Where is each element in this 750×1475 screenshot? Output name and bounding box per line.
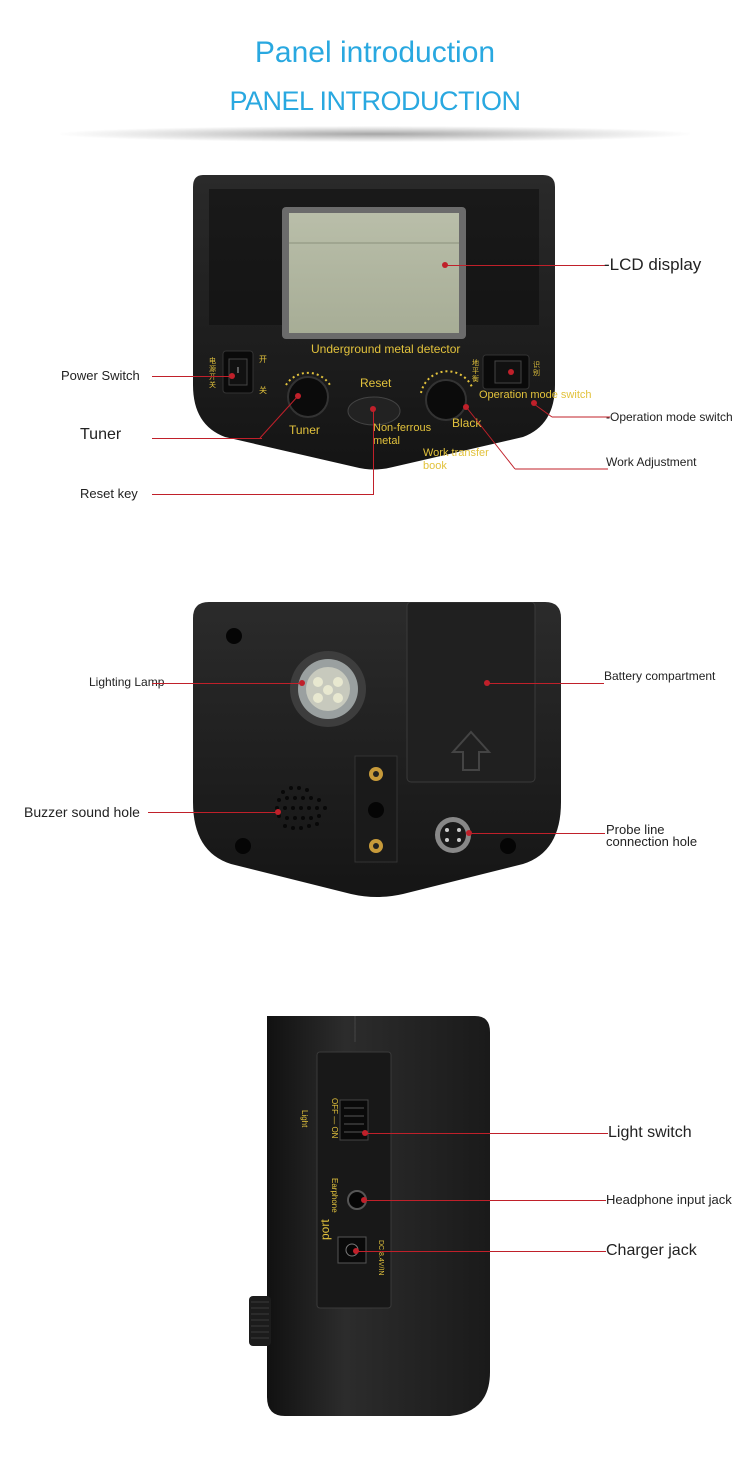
reset-line-v	[373, 410, 374, 495]
svg-text:I: I	[237, 366, 239, 375]
battery-line	[487, 683, 604, 684]
black-text: Black	[452, 416, 482, 430]
reset-text: Reset	[360, 376, 392, 390]
front-panel-device: I	[193, 175, 555, 475]
reset-key-label: Reset key	[80, 486, 138, 501]
mode-right-cn: 识别	[533, 362, 540, 377]
dc-text: DC 8.4V/IN	[377, 1240, 384, 1276]
lcd-line	[445, 265, 605, 266]
work-adjustment-line	[466, 407, 608, 470]
light-switch-label: Light switch	[608, 1124, 692, 1141]
buzzer-dot	[275, 809, 281, 815]
headphone-line	[364, 1200, 606, 1201]
page-title: Panel introduction	[254, 36, 496, 69]
reset-dot	[370, 406, 376, 412]
title-divider	[60, 126, 690, 142]
work-transfer-text: Work transfer book	[423, 447, 489, 472]
back-device-body	[193, 601, 561, 897]
tuner-dot	[295, 393, 301, 399]
probe-line-line	[469, 833, 605, 834]
side-device-body	[249, 1016, 490, 1416]
power-off-text: 关	[259, 386, 267, 395]
detector-name-text: Underground metal detector	[311, 342, 461, 356]
lighting-lamp-line	[152, 683, 302, 684]
back-panel-device	[193, 601, 561, 902]
lighting-lamp-label: Lighting Lamp	[89, 675, 165, 689]
power-switch-label: Power Switch	[61, 368, 140, 383]
port-text: port	[318, 1219, 332, 1240]
battery-compartment-label: Battery compartment	[604, 669, 716, 683]
side-panel-device	[245, 1012, 490, 1420]
operation-mode-line-diag	[533, 403, 610, 418]
buzzer-sound-hole-label: Buzzer sound hole	[24, 804, 140, 820]
page-subtitle: PANEL INTRODUCTION	[229, 86, 521, 116]
power-switch-dot	[229, 373, 235, 379]
work-adjustment-dot	[463, 404, 469, 410]
light-text: Light	[300, 1110, 309, 1128]
tuner-label: Tuner	[80, 426, 122, 443]
operation-mode-dot	[531, 400, 537, 406]
off-on-text: OFF — ON	[330, 1098, 339, 1139]
buzzer-line	[148, 812, 278, 813]
tuner-line-diag	[259, 395, 299, 439]
power-label-cn: 电源开关	[209, 358, 216, 389]
work-adjustment-label: Work Adjustment	[606, 455, 697, 469]
power-switch-line	[152, 376, 232, 377]
lighting-lamp-dot	[299, 680, 305, 686]
operation-mode-text: Operation mode switch	[479, 389, 592, 401]
lcd-display-label: -LCD display	[604, 255, 702, 274]
power-on-text: 开	[259, 355, 267, 364]
light-switch-line	[365, 1133, 608, 1134]
non-ferrous-text: Non-ferrous metal	[373, 422, 432, 447]
front-device-body: I	[193, 175, 555, 470]
mode-left-cn: 地平衡	[472, 360, 479, 383]
operation-mode-label: -Operation mode switch	[606, 410, 733, 424]
tuner-text: Tuner	[289, 423, 320, 437]
headphone-input-jack-label: Headphone input jack	[606, 1192, 732, 1207]
reset-line-h	[152, 494, 374, 495]
tuner-line-h	[152, 438, 262, 439]
probe-line-label-1: Probe line	[606, 822, 665, 837]
probe-line-label-2: connection hole	[606, 834, 698, 849]
earphone-text: Earphone	[330, 1178, 339, 1213]
charger-line	[356, 1251, 606, 1252]
charger-jack-label: Charger jack	[606, 1242, 697, 1259]
